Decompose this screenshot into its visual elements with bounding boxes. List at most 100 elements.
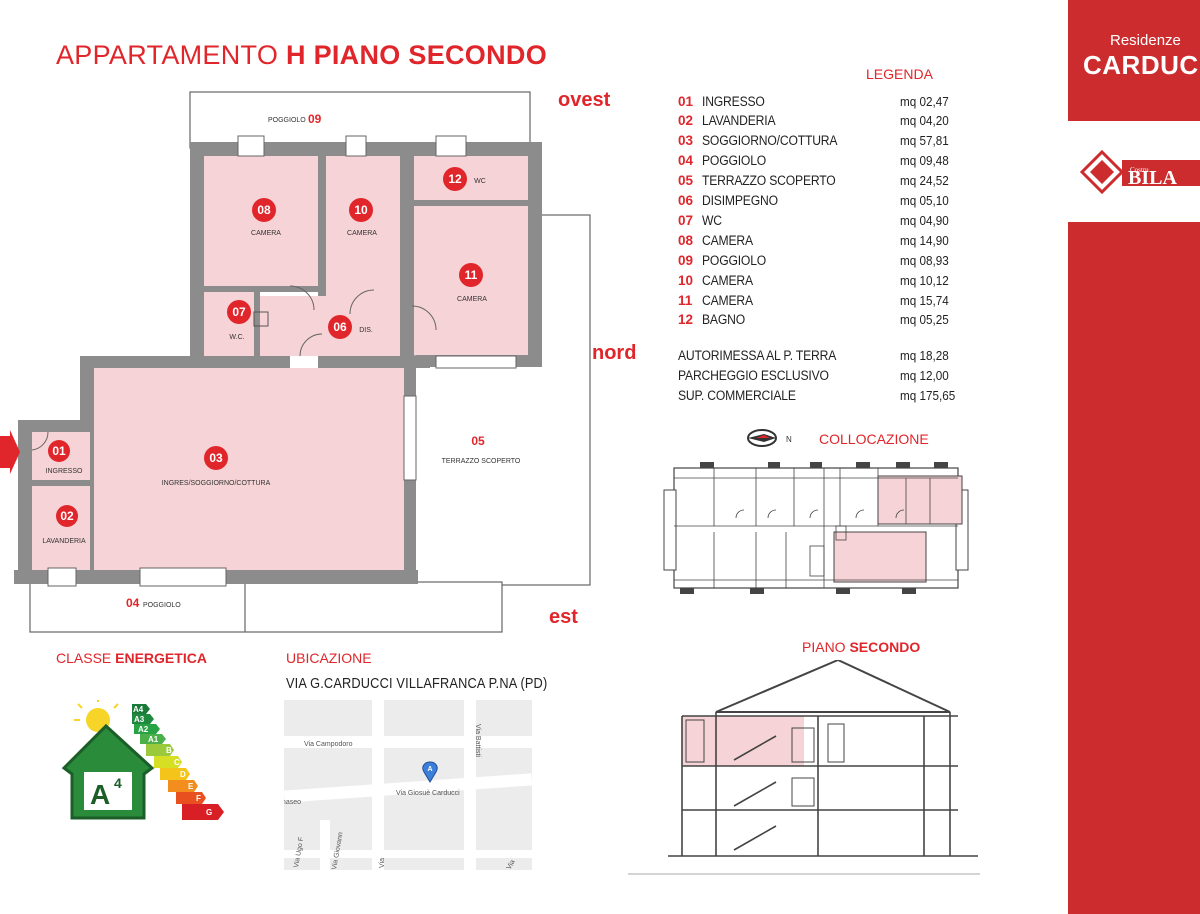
svg-text:POGGIOLO: POGGIOLO <box>143 602 181 609</box>
legend-room-name: POGGIOLO <box>702 153 767 169</box>
location-map[interactable]: Via Campodoro Via Giosuè Carducci maseo … <box>284 700 532 870</box>
legend-room-name: BAGNO <box>702 312 745 328</box>
legend-extra-name: AUTORIMESSA AL P. TERRA <box>678 347 837 363</box>
location-heading: UBICAZIONE <box>286 650 372 666</box>
svg-text:11: 11 <box>465 268 478 282</box>
room-label-02: 02 LAVANDERIA <box>42 505 86 545</box>
room-label-07: 07 W.C. <box>227 300 251 341</box>
orientation-east: est <box>549 606 578 628</box>
svg-text:A: A <box>427 766 432 773</box>
orientation-west: ovest <box>558 89 611 111</box>
brand-panel <box>1068 0 1200 121</box>
svg-text:W.C.: W.C. <box>229 334 244 341</box>
room-label-01: 01 INGRESSO <box>46 440 83 475</box>
legend-row: 03 SOGGIORNO/COTTURA mq 57,81 <box>678 131 978 151</box>
legend-room-name: CAMERA <box>702 272 753 288</box>
svg-text:10: 10 <box>354 203 368 217</box>
svg-text:G: G <box>206 808 212 817</box>
floor-plan: 01 INGRESSO 02 LAVANDERIA 03 INGRES/SOGG… <box>0 91 591 633</box>
legend-room-area: mq 09,48 <box>900 153 949 169</box>
svg-text:04: 04 <box>126 596 140 610</box>
legend-room-number: 03 <box>678 133 694 149</box>
legend-extra-name: PARCHEGGIO ESCLUSIVO <box>678 367 829 383</box>
svg-text:03: 03 <box>209 451 223 465</box>
svg-text:B: B <box>166 746 172 755</box>
legend-room-area: mq 05,25 <box>900 312 949 328</box>
svg-text:07: 07 <box>232 305 246 319</box>
legend-room-name: POGGIOLO <box>702 252 767 268</box>
legend-room-number: 12 <box>678 312 694 328</box>
svg-text:Via Battisti: Via Battisti <box>474 724 481 757</box>
sidebar-panel <box>1068 222 1200 914</box>
title-highlight: H PIANO SECONDO <box>285 40 547 70</box>
legend-room-name: CAMERA <box>702 232 753 248</box>
legend-room-number: 01 <box>678 93 694 109</box>
title-prefix: APPARTAMENTO <box>56 40 279 70</box>
svg-text:C: C <box>174 758 180 767</box>
legend-room-number: 07 <box>678 212 694 228</box>
legend-extra-area: mq 18,28 <box>900 347 949 363</box>
room-label-11: 11 CAMERA <box>457 263 487 303</box>
map-pin-icon: A <box>422 761 438 783</box>
legend-room-number: 05 <box>678 173 694 189</box>
svg-text:Via: Via <box>379 858 386 868</box>
svg-text:INGRES/SOGGIORNO/COTTURA: INGRES/SOGGIORNO/COTTURA <box>162 480 271 487</box>
room-label-08: 08 CAMERA <box>251 198 281 237</box>
room-label-12: 12 WC <box>443 167 486 191</box>
svg-text:D: D <box>180 770 186 779</box>
svg-text:maseo: maseo <box>284 799 301 806</box>
svg-text:A4: A4 <box>133 705 144 714</box>
legend-row: 10 CAMERA mq 10,12 <box>678 270 978 290</box>
legend-room-number: 11 <box>678 292 693 308</box>
svg-text:A: A <box>90 779 110 810</box>
svg-text:06: 06 <box>333 320 347 334</box>
svg-text:F: F <box>196 794 201 803</box>
svg-text:A3: A3 <box>134 715 145 724</box>
legend-extra-row: AUTORIMESSA AL P. TERRA mq 18,28 <box>678 345 978 365</box>
legend-room-area: mq 57,81 <box>900 133 949 149</box>
svg-text:02: 02 <box>60 509 74 523</box>
legend-room-name: LAVANDERIA <box>702 113 776 129</box>
svg-text:Costru: Costru <box>1130 166 1149 174</box>
svg-text:A2: A2 <box>138 725 149 734</box>
legend-extra-area: mq 12,00 <box>900 367 949 383</box>
collocazione-heading: COLLOCAZIONE <box>819 431 929 447</box>
legend-room-name: CAMERA <box>702 292 753 308</box>
energy-heading: CLASSE ENERGETICA <box>56 650 207 666</box>
legend-room-name: TERRAZZO SCOPERTO <box>702 173 836 189</box>
page-title: APPARTAMENTO H PIANO SECONDO <box>56 40 547 71</box>
legend-room-area: mq 10,12 <box>900 272 949 288</box>
svg-text:Via Campodoro: Via Campodoro <box>304 741 353 748</box>
legend-extra-row: PARCHEGGIO ESCLUSIVO mq 12,00 <box>678 365 978 385</box>
room-label-03: 03 INGRES/SOGGIORNO/COTTURA <box>162 446 271 487</box>
legend-room-area: mq 02,47 <box>900 93 949 109</box>
company-logo: Costru BILA <box>1079 149 1200 195</box>
room-label-05: 05 TERRAZZO SCOPERTO <box>442 434 521 465</box>
legend-room-number: 06 <box>678 193 694 208</box>
legend-extra-row: SUP. COMMERCIALE mq 175,65 <box>678 385 978 405</box>
energy-class-badge: A4 A3 A2 A1 B C D E F G A 4 <box>62 700 224 820</box>
svg-text:CAMERA: CAMERA <box>251 230 281 237</box>
svg-text:BILA: BILA <box>1128 167 1177 189</box>
svg-text:CAMERA: CAMERA <box>457 296 487 303</box>
room-label-09: POGGIOLO 09 <box>268 112 322 126</box>
svg-text:Via: Via <box>506 859 517 870</box>
svg-text:LAVANDERIA: LAVANDERIA <box>42 538 86 545</box>
site-plan <box>663 462 969 594</box>
legend-room-area: mq 14,90 <box>900 232 949 248</box>
legend-extra-area: mq 175,65 <box>900 387 956 403</box>
room-label-04: 04 POGGIOLO <box>126 596 181 610</box>
svg-text:WC: WC <box>474 178 486 185</box>
svg-text:08: 08 <box>257 203 271 217</box>
legend-room-area: mq 08,93 <box>900 252 949 268</box>
svg-text:01: 01 <box>52 444 66 458</box>
legend-room-name: WC <box>702 212 722 228</box>
legend-room-number: 08 <box>678 232 694 248</box>
room-label-10: 10 CAMERA <box>347 198 377 237</box>
legend-room-name: SOGGIORNO/COTTURA <box>702 133 838 149</box>
legend-extra-name: SUP. COMMERCIALE <box>678 387 796 403</box>
legend-room-number: 10 <box>678 272 694 288</box>
